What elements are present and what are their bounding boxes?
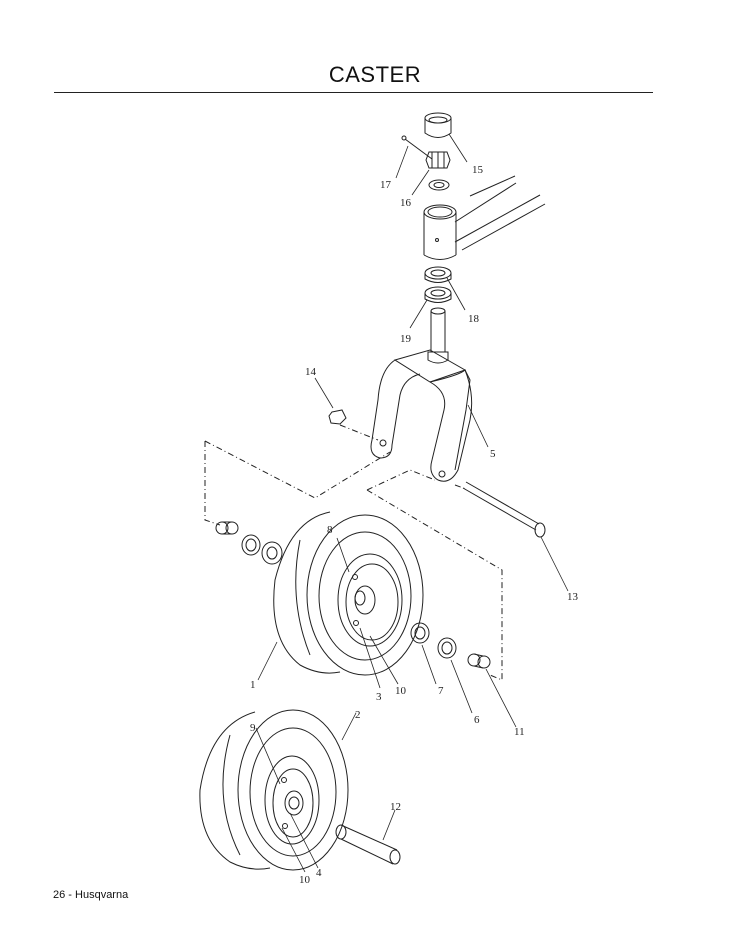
callout-9: 9 [250, 722, 256, 734]
callout-18: 18 [468, 313, 480, 325]
callout-3: 3 [376, 691, 382, 703]
bearing-cup [424, 266, 452, 283]
assembly-lines [204, 424, 503, 681]
title-rule [54, 92, 653, 93]
right-bearing [410, 622, 430, 644]
callout-15: 15 [472, 164, 484, 176]
frame-arm [454, 175, 546, 251]
lower-wheel [199, 709, 349, 871]
callout-2: 2 [355, 709, 361, 721]
axle-tube [335, 824, 401, 865]
left-spacer [215, 521, 239, 535]
callout-10-upper: 10 [395, 685, 407, 697]
callout-1: 1 [250, 679, 256, 691]
callout-6: 6 [474, 714, 480, 726]
leader-lines [255, 133, 569, 873]
caster-fork [370, 349, 473, 482]
callout-16: 16 [400, 197, 412, 209]
callout-4: 4 [316, 867, 322, 879]
callout-7: 7 [438, 685, 444, 697]
right-seal [437, 637, 457, 659]
callout-labels: 15 17 16 18 19 14 5 8 13 1 3 10 7 6 11 2… [250, 164, 579, 886]
callout-19: 19 [400, 333, 412, 345]
lock-nut [328, 409, 347, 425]
axle-bolt [462, 481, 546, 538]
callout-13: 13 [567, 591, 579, 603]
callout-11: 11 [514, 726, 525, 738]
callout-8: 8 [327, 524, 333, 536]
right-spacer [467, 653, 491, 669]
callout-5: 5 [490, 448, 496, 460]
tapered-bearing [424, 286, 452, 303]
callout-10-lower: 10 [299, 874, 311, 886]
page-title: CASTER [328, 62, 422, 87]
upper-wheel [273, 511, 424, 676]
dust-cap [424, 112, 452, 138]
upper-washer [428, 179, 450, 191]
left-seal [241, 534, 261, 556]
castle-nut [425, 151, 451, 169]
callout-17: 17 [380, 179, 392, 191]
spindle-housing [423, 204, 457, 260]
callout-12: 12 [390, 801, 401, 813]
page-footer: 26 - Husqvarna [53, 889, 129, 901]
left-bearing [261, 541, 283, 565]
callout-14: 14 [305, 366, 317, 378]
